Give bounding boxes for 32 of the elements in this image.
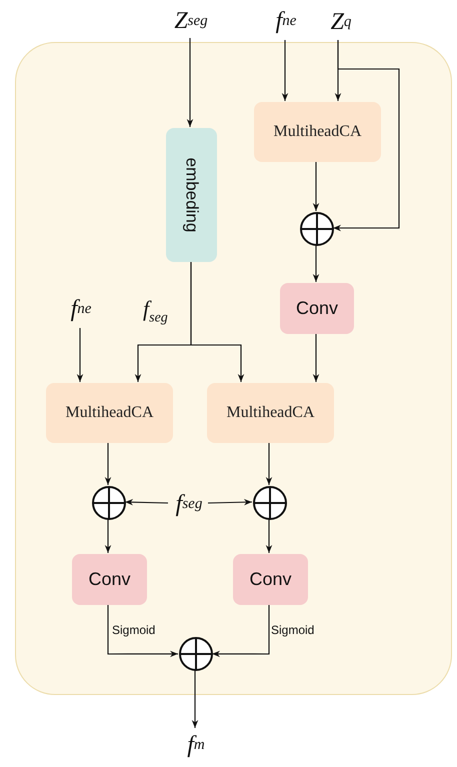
edge-label: Sigmoid [271, 623, 314, 637]
arrow [282, 40, 288, 101]
sum-symbol [179, 637, 213, 671]
arrow [192, 670, 198, 728]
sum-symbol [92, 486, 126, 520]
arrow [312, 333, 320, 382]
edge-label: f$_{seg}$ [143, 296, 168, 326]
embedding-block: embeding [166, 128, 217, 262]
sum-symbol [253, 486, 287, 520]
attention-block: MultiheadCA [46, 383, 173, 443]
arrow [124, 498, 168, 506]
arrow [333, 40, 400, 232]
edge-label: Sigmoid [112, 623, 156, 637]
conv-block: Conv [72, 554, 147, 605]
arrow [312, 245, 320, 282]
arrow [76, 328, 84, 382]
arrow [104, 442, 112, 485]
sum-symbol [300, 212, 334, 246]
attention-block: MultiheadCA [254, 102, 381, 162]
conv-block: Conv [233, 554, 308, 605]
module-panel [15, 42, 452, 695]
arrow [190, 261, 244, 382]
arrow [266, 519, 272, 553]
arrow [208, 498, 252, 506]
arrow [266, 442, 272, 485]
arrow [312, 161, 320, 211]
arrow [186, 38, 194, 127]
attention-block: MultiheadCA [207, 383, 334, 443]
conv-block: Conv [280, 283, 354, 334]
arrow [212, 604, 270, 658]
arrow [107, 604, 178, 658]
arrow [104, 519, 112, 553]
